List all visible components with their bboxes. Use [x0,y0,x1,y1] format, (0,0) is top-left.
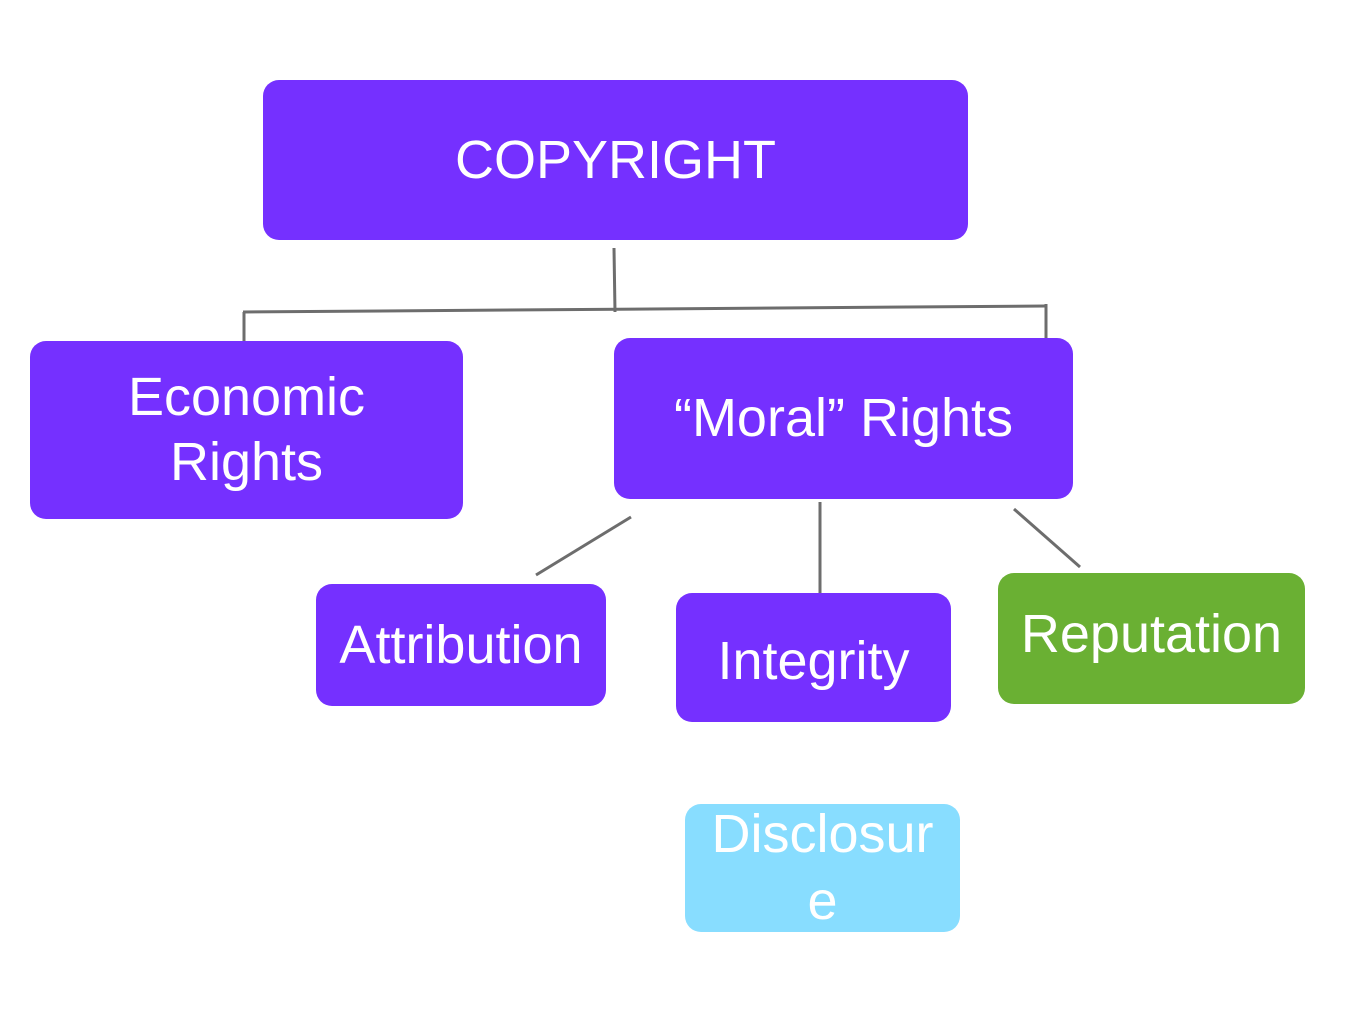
connector-copyright-trunk [612,247,617,313]
node-copyright: COPYRIGHT [263,80,968,240]
node-integrity: Integrity [676,593,951,722]
node-economic-rights: Economic Rights [30,341,463,519]
connector-reputation [1013,507,1081,569]
node-reputation: Reputation [998,573,1305,704]
node-disclosure-label: Disclosure [711,803,934,932]
node-attribution: Attribution [316,584,606,706]
node-moral-rights: “Moral” Rights [614,338,1073,499]
connector-attribution [535,515,632,577]
connector-horizontal-bar [242,304,1047,314]
node-disclosure: Disclosure [685,804,960,932]
